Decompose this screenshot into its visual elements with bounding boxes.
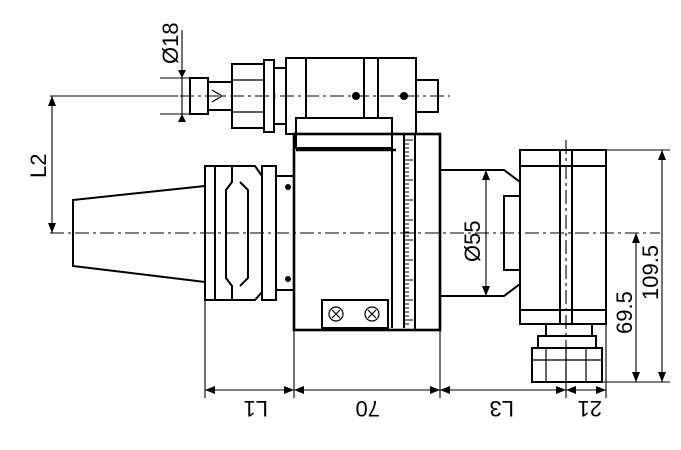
label-l2: L2	[26, 154, 51, 178]
main-housing	[292, 117, 442, 332]
label-109-5: 109.5	[638, 245, 663, 300]
label-21: 21	[578, 396, 602, 421]
label-69-5: 69.5	[612, 291, 637, 334]
dim-d55: Ø55	[460, 170, 490, 296]
angle-head	[519, 149, 607, 383]
dim-d18: Ø18	[158, 22, 200, 122]
label-70: 70	[356, 396, 380, 421]
dim-l2: L2	[26, 95, 178, 233]
dim-69-5: 69.5	[612, 233, 640, 382]
label-l1: L1	[244, 396, 268, 421]
dim-109-5: 109.5	[602, 149, 670, 383]
angle-scale	[404, 139, 413, 325]
label-d18: Ø18	[158, 22, 183, 64]
label-l3: L3	[490, 396, 514, 421]
v-flange	[204, 165, 295, 301]
taper-shank	[72, 184, 206, 284]
label-d55: Ø55	[460, 220, 485, 262]
dim-bottom-chain: L1 70 L3 21	[204, 300, 607, 421]
